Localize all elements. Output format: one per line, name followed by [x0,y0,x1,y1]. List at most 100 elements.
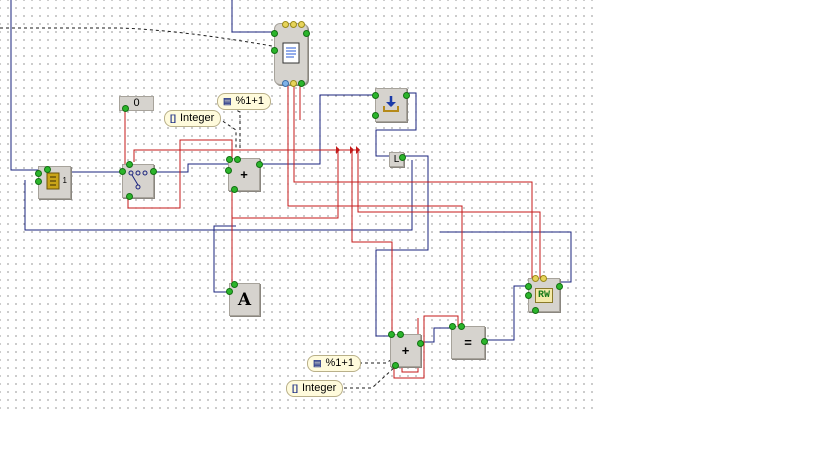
port[interactable] [126,161,133,168]
control-wire [213,225,236,293]
port[interactable] [399,154,406,161]
dashed-link [359,357,395,364]
port[interactable] [290,80,297,87]
integer-chip-label: Integer [302,382,337,394]
port[interactable] [298,21,305,28]
document-icon [282,42,300,67]
loop-counter-icon [45,171,65,194]
port[interactable] [525,283,532,290]
control-wire [24,160,413,231]
port[interactable] [556,283,563,290]
port[interactable] [392,362,399,369]
formula-chip-label: %1+1 [325,357,354,369]
add-block-top[interactable]: + [228,158,260,191]
dashed-link [217,117,237,150]
data-wire [287,84,463,326]
control-wire [420,327,452,343]
integer-chip-top[interactable]: [] Integer [164,110,222,127]
equals-block[interactable]: = [451,326,485,359]
wire-arrow [356,146,360,154]
control-wire [375,155,429,337]
switch-block[interactable] [122,164,154,198]
data-wire [293,84,533,278]
equals-label: = [464,335,472,350]
dashed-link [344,365,397,389]
port[interactable] [303,30,310,37]
port[interactable] [150,168,157,175]
control-wire [484,285,528,341]
data-wire [127,139,233,209]
bracket-icon: [] [170,113,176,123]
dashed-link [231,107,241,150]
data-wire [231,148,339,219]
port[interactable] [417,340,424,347]
port[interactable] [282,21,289,28]
control-wire [231,0,274,33]
control-wire [258,94,375,165]
list-icon: ▤ [223,96,232,106]
formula-chip-bottom[interactable]: ▤ %1+1 [307,355,361,372]
data-wire [351,148,393,334]
port[interactable] [532,307,539,314]
store-block[interactable] [375,88,407,122]
control-wire [440,231,572,283]
wire-arrow [350,146,354,154]
port[interactable] [397,331,404,338]
port[interactable] [35,170,42,177]
port[interactable] [282,80,289,87]
wire-arrow [336,146,340,154]
port[interactable] [234,156,241,163]
download-tray-icon [381,94,401,117]
port[interactable] [231,281,238,288]
port[interactable] [226,288,233,295]
port[interactable] [256,161,263,168]
formula-chip-label: %1+1 [235,95,264,107]
port[interactable] [449,323,456,330]
port[interactable] [271,47,278,54]
port[interactable] [231,186,238,193]
list-icon: ▤ [313,358,322,368]
integer-chip-label: Integer [180,112,215,124]
port[interactable] [372,112,379,119]
port[interactable] [532,275,539,282]
port[interactable] [119,168,126,175]
port[interactable] [122,105,129,112]
port[interactable] [226,156,233,163]
dashed-link [0,27,273,47]
add-block-bottom[interactable]: + [390,334,421,367]
port[interactable] [403,92,410,99]
port[interactable] [126,193,133,200]
data-wire [357,148,541,278]
text-a-label: A [237,289,252,310]
data-wire [393,315,459,379]
loop-block[interactable]: 1 [38,166,71,199]
switch-branch-icon [127,169,149,194]
add-label: + [240,167,248,182]
loop-badge: 1 [62,176,67,185]
readwrite-label: RW [534,287,553,303]
zero-constant-label: 0 [133,97,140,109]
port[interactable] [271,30,278,37]
port[interactable] [372,92,379,99]
port[interactable] [290,21,297,28]
data-wire [133,149,360,162]
small-l-label: L [393,154,400,165]
port[interactable] [298,80,305,87]
port[interactable] [540,275,547,282]
port[interactable] [525,292,532,299]
integer-chip-bottom[interactable]: [] Integer [286,380,344,397]
formula-chip-top[interactable]: ▤ %1+1 [217,93,271,110]
port[interactable] [225,167,232,174]
port[interactable] [388,331,395,338]
text-a-block[interactable]: A [229,283,260,316]
control-wire [375,92,417,157]
port[interactable] [458,323,465,330]
bracket-icon: [] [292,383,298,393]
port[interactable] [44,166,51,173]
add-label: + [401,343,410,358]
control-wire [152,163,228,173]
port[interactable] [35,178,42,185]
readwrite-block[interactable]: RW [528,278,560,312]
port[interactable] [481,338,488,345]
